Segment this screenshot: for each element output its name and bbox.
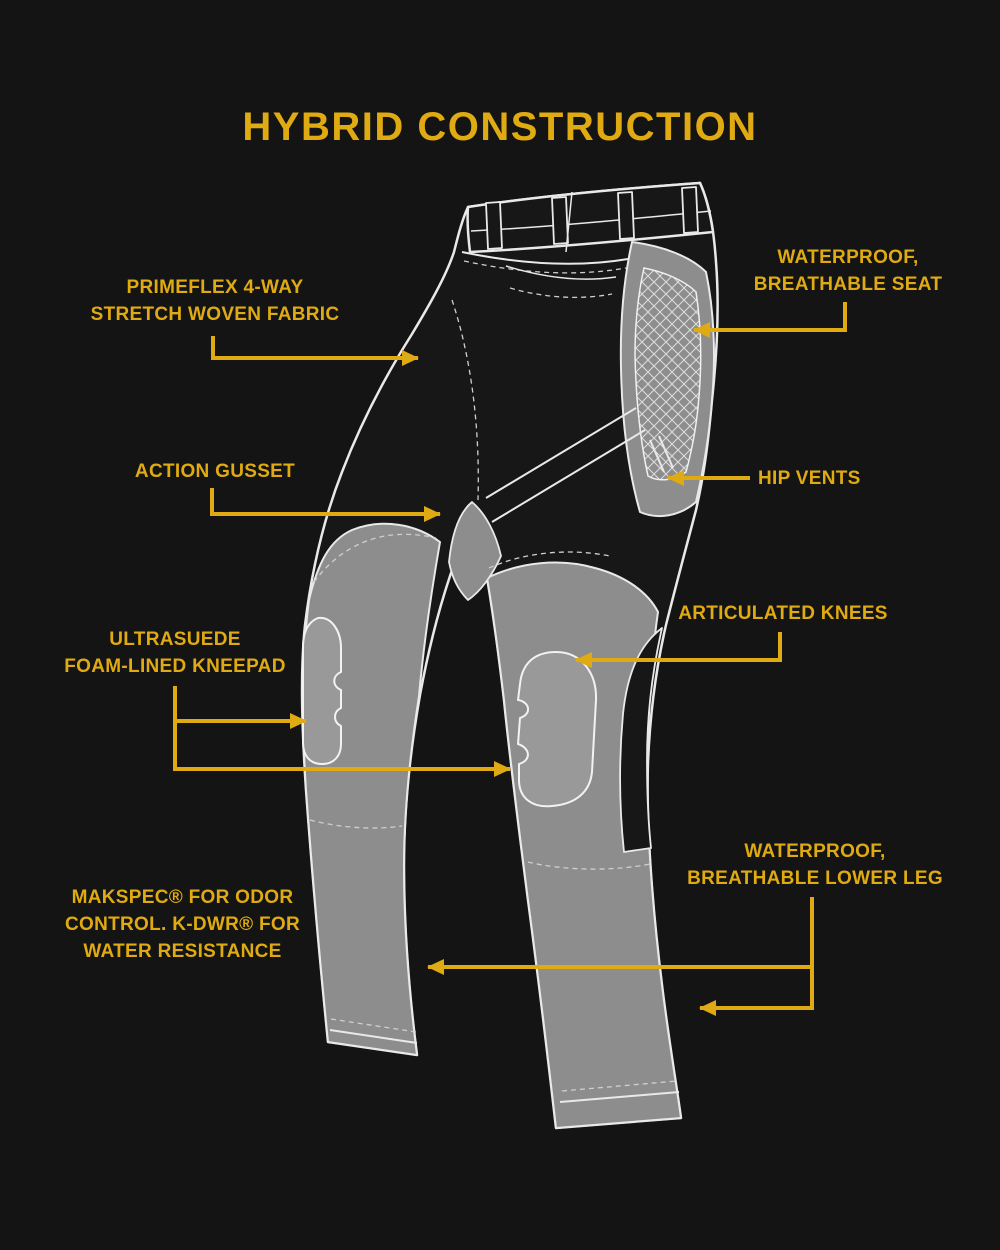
action-gusset-panel [448, 501, 502, 601]
callout-seat-line-1: WATERPROOF, [777, 247, 919, 268]
callout-hip-vents: HIP VENTS [758, 465, 968, 492]
callout-waterproof-lower-leg: WATERPROOF, BREATHABLE LOWER LEG [660, 838, 970, 892]
callout-kneepad-line-2: FOAM-LINED KNEEPAD [64, 656, 286, 677]
callout-action-gusset: ACTION GUSSET [95, 458, 335, 485]
arrow-primeflex [211, 336, 419, 366]
callout-makspec: MAKSPEC® FOR ODOR CONTROL. K-DWR® FOR WA… [45, 884, 320, 965]
callout-waterproof-seat: WATERPROOF, BREATHABLE SEAT [715, 244, 981, 298]
left-leg-grey-panel [301, 522, 441, 1056]
hip-vent-zipper [649, 435, 674, 473]
callout-hip-vents-line-1: HIP VENTS [758, 468, 861, 489]
callout-gusset-line-1: ACTION GUSSET [134, 461, 296, 482]
right-leg-dark-strip [619, 627, 663, 853]
seam-details [309, 191, 680, 1103]
callout-articulated-knees: ARTICULATED KNEES [652, 600, 914, 627]
callout-ultrasuede-kneepad: ULTRASUEDE FOAM-LINED KNEEPAD [40, 626, 310, 680]
arrow-lower-leg-right [699, 967, 814, 1016]
right-kneepad [517, 651, 598, 808]
belt-loops [485, 186, 699, 250]
arrow-action-gusset [210, 488, 441, 522]
pants-silhouette [300, 181, 719, 1130]
callout-lower-leg-line-2: BREATHABLE LOWER LEG [687, 868, 943, 889]
callout-knees-line-1: ARTICULATED KNEES [678, 603, 888, 624]
callout-arrows [173, 302, 847, 1016]
callout-seat-line-2: BREATHABLE SEAT [753, 274, 943, 295]
callout-primeflex-line-2: STRETCH WOVEN FABRIC [90, 304, 340, 325]
callout-makspec-line-3: WATER RESISTANCE [83, 941, 282, 962]
callout-primeflex-line-1: PRIMEFLEX 4-WAY [126, 277, 304, 298]
arrow-kneepad-right [173, 721, 511, 777]
callout-kneepad-line-1: ULTRASUEDE [109, 629, 241, 650]
page-title: HYBRID CONSTRUCTION [242, 104, 758, 149]
left-kneepad [302, 616, 342, 765]
callout-lower-leg-line-1: WATERPROOF, [744, 841, 886, 862]
callout-primeflex: PRIMEFLEX 4-WAY STRETCH WOVEN FABRIC [60, 274, 370, 328]
arrow-seat [693, 302, 847, 338]
arrow-kneepad-left [173, 686, 307, 729]
callout-makspec-line-2: CONTROL. K-DWR® FOR [65, 914, 300, 935]
seat-mesh [634, 267, 702, 481]
arrow-articulated-knees [575, 632, 782, 668]
waistband [466, 181, 715, 254]
callout-makspec-line-1: MAKSPEC® FOR ODOR [71, 887, 294, 908]
